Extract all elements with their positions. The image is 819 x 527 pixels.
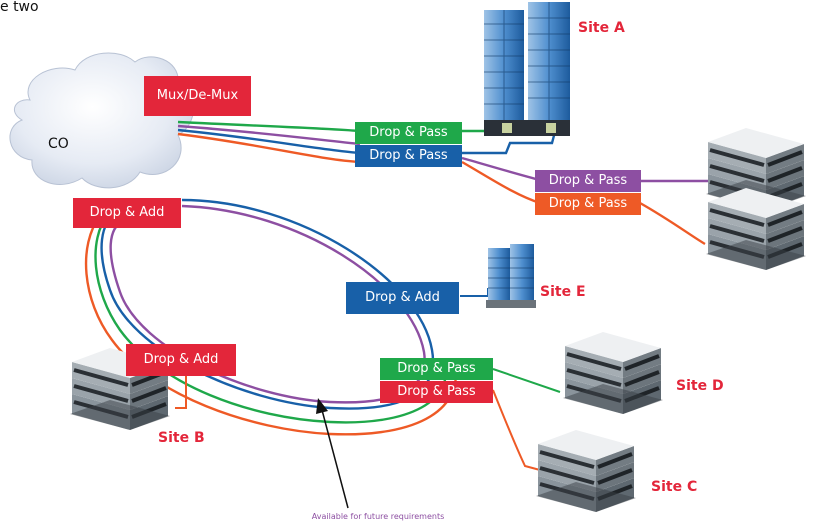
drop-pass-site-a-blue: Drop & Pass xyxy=(355,145,462,167)
branch-links xyxy=(175,288,561,471)
site-d-label: Site D xyxy=(676,378,724,394)
site-a-label: Site A xyxy=(578,20,625,36)
upper-fiber-bundle xyxy=(177,120,708,246)
future-requirements-note: Available for future requirements xyxy=(311,512,445,521)
drop-pass-purple: Drop & Pass xyxy=(535,170,641,192)
site-c-label: Site C xyxy=(651,479,698,495)
drop-pass-orange: Drop & Pass xyxy=(535,193,641,215)
cropped-text-fragment: e two xyxy=(0,0,39,15)
drop-add-co-box: Drop & Add xyxy=(73,198,181,228)
annotation-arrow xyxy=(316,398,349,509)
drop-pass-site-d-box: Drop & Pass xyxy=(380,358,493,380)
site-e-label: Site E xyxy=(540,284,586,300)
co-cloud xyxy=(9,52,195,189)
drop-pass-site-a-green: Drop & Pass xyxy=(355,122,462,144)
drop-add-site-e-box: Drop & Add xyxy=(346,282,459,314)
drop-add-site-b-box: Drop & Add xyxy=(126,344,236,376)
office-building-site-c xyxy=(534,428,638,514)
fiber-ring xyxy=(84,198,457,436)
office-building-site-d xyxy=(561,330,665,416)
co-label: CO xyxy=(48,136,69,152)
site-e-building xyxy=(486,244,536,308)
drop-pass-site-c-box: Drop & Pass xyxy=(380,381,493,403)
site-a-building xyxy=(484,2,570,136)
site-b-label: Site B xyxy=(158,430,205,446)
mux-demux-box: Mux/De-Mux xyxy=(144,76,251,116)
